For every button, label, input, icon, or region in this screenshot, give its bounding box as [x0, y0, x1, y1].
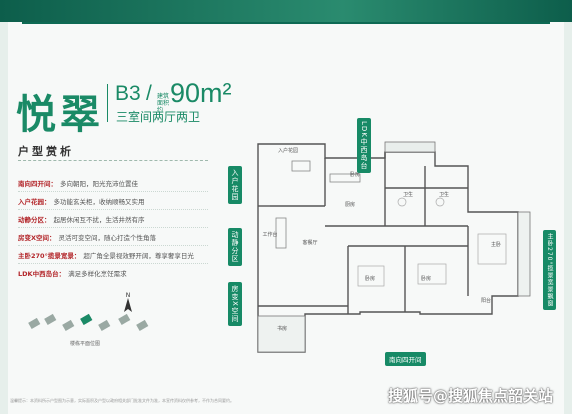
room-label: 客餐厅	[302, 239, 317, 246]
feature-item: 房变X空间：灵活可变空间，随心打造个性角落	[18, 232, 156, 242]
feature-key: LDK中西岛台：	[18, 270, 66, 278]
room-label: 厨房	[345, 201, 355, 208]
top-rule	[22, 22, 550, 24]
right-margin	[564, 22, 572, 414]
feature-text: 多向朝阳，阳光充沛位置佳	[60, 180, 138, 188]
feature-text: 超广角全景视效野开阔，尊享奢享日光	[83, 252, 194, 260]
feature-key: 房变X空间：	[18, 234, 56, 242]
tag-ldk: LDK中西岛台	[357, 118, 371, 173]
compass-icon: N	[124, 292, 132, 312]
feature-item: LDK中西岛台：满足多样化烹饪需求	[18, 268, 127, 278]
room-label: 书房	[277, 325, 287, 332]
feature-item: 动静分区：起居休闲互不扰，生活井然有序	[18, 214, 145, 224]
room-label: 主卧	[491, 241, 501, 248]
room-label: 卫生	[439, 191, 449, 198]
feature-item: 南向四开间：多向朝阳，阳光充沛位置佳	[18, 178, 138, 188]
building-position-map	[28, 313, 149, 331]
feature-text: 多功能玄关柜，收纳顺畅又实用	[53, 198, 145, 206]
feature-rule	[18, 209, 208, 210]
room-label: 入户花园	[278, 147, 298, 154]
tag-master-view: 主卧270°揽景宽景飘窗	[543, 230, 556, 311]
feature-rule	[18, 263, 208, 264]
area-label: 建筑面积约	[157, 93, 170, 114]
room-label: 工作台	[262, 231, 277, 238]
compass-letter: N	[126, 292, 131, 299]
watermark: 搜狐号@搜狐焦点韶关站	[388, 387, 554, 405]
tag-south: 南向四开间	[385, 352, 426, 366]
building-position-label: 楼栋平面位图	[70, 341, 101, 347]
room-label: 卫生	[403, 191, 413, 198]
feature-key: 动静分区：	[18, 216, 51, 224]
disclaimer: 温馨提示：本资料所示户型图为示意，实际面积及户型以政府相关部门批准文件为准，本宣…	[10, 398, 234, 403]
feature-key: 主卧270°揽景宽景：	[18, 252, 81, 260]
area-value: 90m²	[170, 78, 232, 108]
left-margin	[0, 22, 8, 414]
feature-key: 南向四开间：	[18, 180, 57, 188]
room-label: 阳台	[481, 297, 491, 304]
top-band	[0, 0, 572, 22]
section-rule	[18, 160, 208, 161]
title-slash: /	[146, 82, 152, 105]
feature-text: 灵活可变空间，随心打造个性角落	[58, 234, 157, 242]
tag-entry: 入户花园	[228, 166, 242, 204]
tag-flex: 房变X空间	[228, 282, 242, 326]
section-title: 户型赏析	[18, 145, 74, 158]
room-label: 卧房	[350, 171, 360, 178]
room-config: 三室间两厅两卫	[116, 110, 201, 124]
unit-type: B3	[115, 82, 141, 105]
tag-zoning: 动静分区	[228, 228, 242, 266]
feature-key: 入户花园：	[18, 198, 51, 206]
room-label: 卧房	[365, 275, 375, 282]
floor-plan: 入户花园 厨房 卫生 卫生 客餐厅 卧房 卧房 主卧 阳台 书房 工作台 卧房	[257, 141, 531, 353]
feature-text: 起居休闲互不扰，生活井然有序	[53, 216, 145, 224]
room-label: 卧房	[421, 275, 431, 282]
feature-text: 满足多样化烹饪需求	[68, 270, 127, 278]
feature-item: 入户花园：多功能玄关柜，收纳顺畅又实用	[18, 196, 145, 206]
project-name: 悦翠	[16, 91, 104, 138]
feature-item: 主卧270°揽景宽景：超广角全景视效野开阔，尊享奢享日光	[18, 250, 194, 260]
feature-rule	[18, 245, 208, 246]
feature-rule	[18, 191, 208, 192]
feature-rule	[18, 227, 208, 228]
title-divider	[107, 84, 108, 122]
